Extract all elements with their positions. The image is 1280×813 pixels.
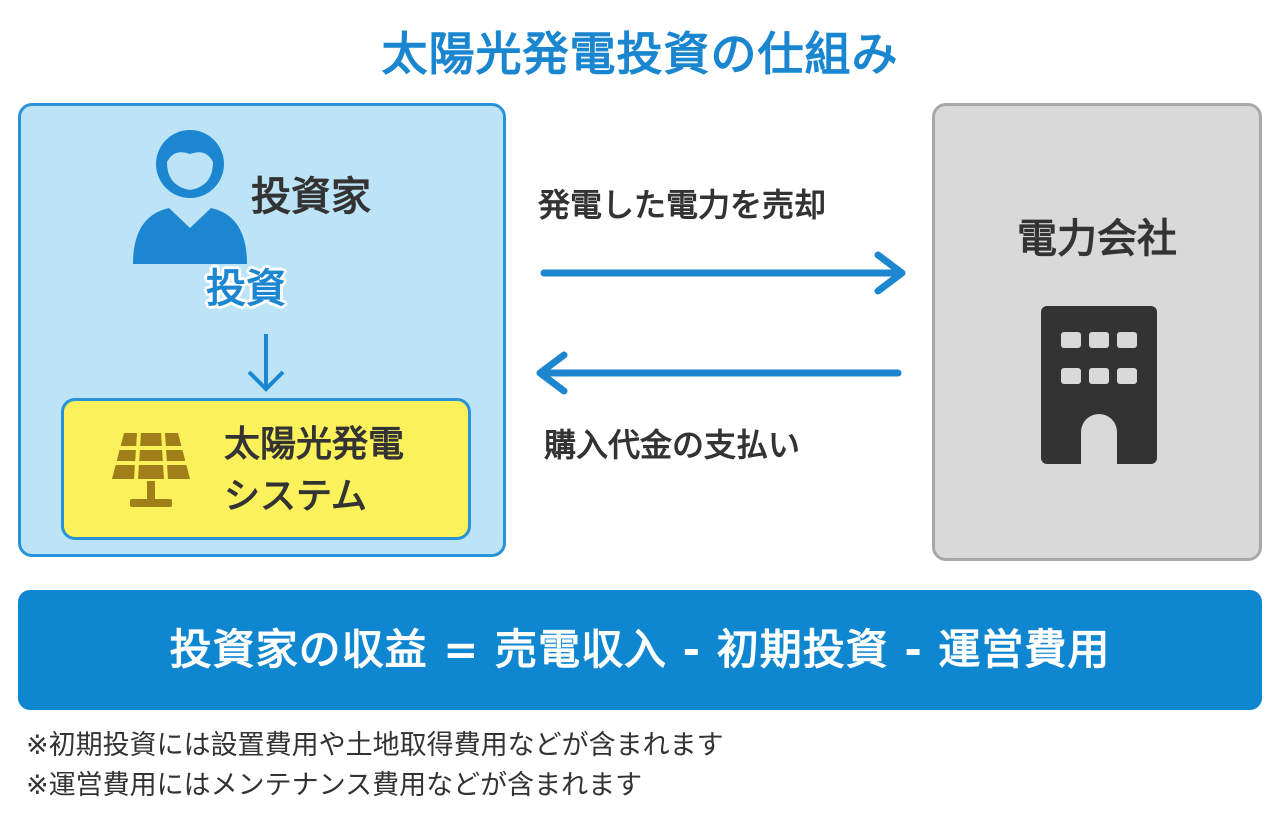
left-arrow-icon bbox=[536, 351, 902, 395]
power-company-label: 電力会社 bbox=[1017, 216, 1177, 262]
investor-box: 投資家 投資 太陽光発電 システム bbox=[18, 103, 506, 557]
right-arrow-icon bbox=[540, 251, 906, 295]
diagram-title: 太陽光発電投資の仕組み bbox=[381, 27, 899, 81]
revenue-formula-text: 投資家の収益 = 売電収入 - 初期投資 - 運営費用 bbox=[169, 625, 1111, 674]
sell-power-label: 発電した電力を売却 bbox=[538, 186, 827, 224]
down-arrow-icon bbox=[247, 334, 285, 392]
payment-label: 購入代金の支払い bbox=[544, 426, 801, 464]
solar-system-label-line1: 太陽光発電 bbox=[224, 424, 405, 465]
person-icon bbox=[133, 130, 247, 264]
footnote-initial-investment: ※初期投資には設置費用や土地取得費用などが含まれます bbox=[26, 730, 724, 761]
investor-label: 投資家 bbox=[251, 174, 371, 220]
solar-system-box: 太陽光発電 システム bbox=[61, 398, 471, 540]
footnote-operating-cost: ※運営費用にはメンテナンス費用などが含まれます bbox=[26, 770, 643, 801]
solar-system-label-line2: システム bbox=[224, 476, 367, 517]
building-icon bbox=[1041, 306, 1157, 464]
solar-system-label: 太陽光発電 システム bbox=[224, 419, 404, 523]
footnotes: ※初期投資には設置費用や土地取得費用などが含まれます ※運営費用にはメンテナンス… bbox=[26, 726, 724, 806]
power-company-box: 電力会社 bbox=[932, 103, 1262, 561]
revenue-formula-bar: 投資家の収益 = 売電収入 - 初期投資 - 運営費用 bbox=[18, 590, 1262, 710]
invest-label: 投資 bbox=[206, 266, 286, 312]
solar-panel-icon bbox=[112, 432, 190, 507]
